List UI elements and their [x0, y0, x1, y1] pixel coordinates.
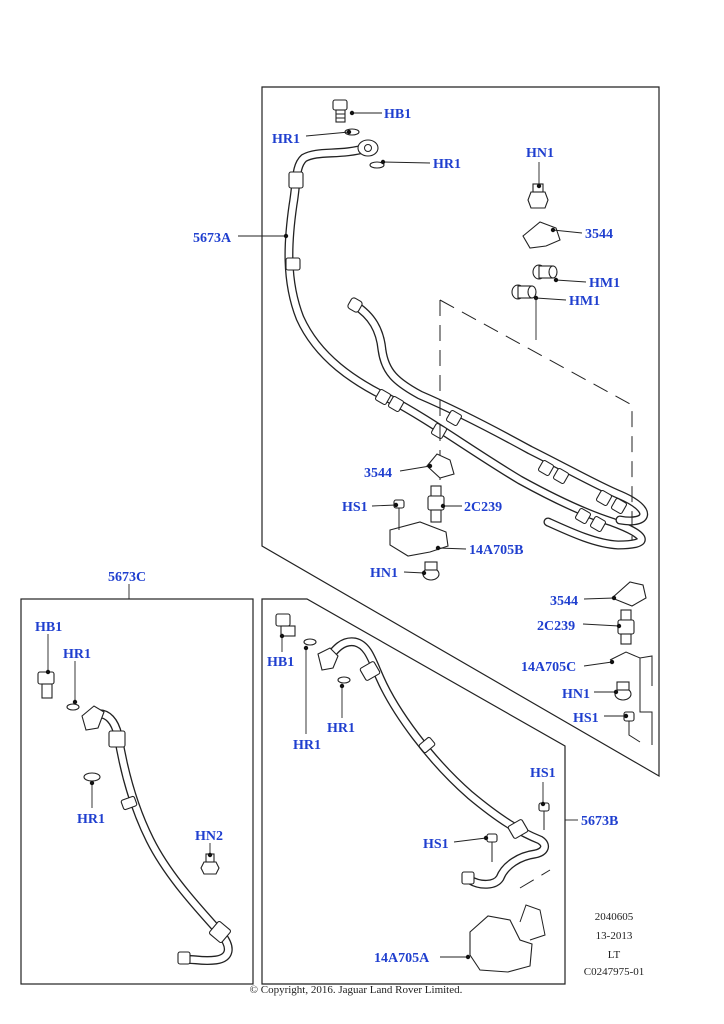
washer-hr1-top-right [369, 161, 385, 169]
banjo-bolt-hb1-b [275, 613, 296, 637]
callout-hm1-a: HM1 [589, 276, 620, 291]
callout-14a705a: 14A705A [374, 951, 430, 966]
nut-hn1-mid [422, 561, 440, 581]
callout-hn1-mid: HN1 [370, 566, 398, 581]
callout-5673b: 5673B [581, 814, 618, 829]
hose-assembly-5673c [81, 705, 233, 966]
bracket-3544-top [522, 221, 561, 249]
copyright-text: © Copyright, 2016. Jaguar Land Rover Lim… [250, 984, 463, 996]
callout-hr1-b-b: HR1 [327, 721, 355, 736]
callout-3544-right: 3544 [550, 594, 578, 609]
callout-5673c: 5673C [108, 570, 146, 585]
callout-hr1-c-a: HR1 [63, 647, 91, 662]
callout-hr1-top-left: HR1 [272, 132, 300, 147]
callout-hs1-right: HS1 [573, 711, 599, 726]
callout-hn1-right: HN1 [562, 687, 590, 702]
callout-hs1-b-a: HS1 [423, 837, 449, 852]
reference-line-1: 2040605 [595, 911, 634, 923]
leader-lines [45, 110, 629, 960]
callout-2c239-right: 2C239 [537, 619, 575, 634]
callout-3544-mid: 3544 [364, 466, 392, 481]
bracket-14a705a [469, 915, 533, 973]
washer-hr1-b-a [303, 638, 317, 646]
frame-5673c [20, 598, 254, 985]
screw-hs1-b-a [486, 833, 498, 862]
callout-hm1-b: HM1 [569, 294, 600, 309]
callout-hr1-c-b: HR1 [77, 812, 105, 827]
callout-hb1-b: HB1 [267, 655, 294, 670]
nut-hn1-top [527, 183, 549, 209]
grommet-hm1-a [532, 264, 558, 280]
washer-hr1-b-b [337, 676, 351, 684]
callout-hr1-top-right: HR1 [433, 157, 461, 172]
callout-3544-top: 3544 [585, 227, 613, 242]
callout-hn2-c: HN2 [195, 829, 223, 844]
callout-hb1-top: HB1 [384, 107, 411, 122]
reference-line-3: LT [608, 949, 621, 961]
callout-hn1-top: HN1 [526, 146, 554, 161]
callout-hr1-b-a: HR1 [293, 738, 321, 753]
bracket-3544-right [610, 581, 647, 607]
hose-assembly-5673b [317, 637, 550, 889]
frame-5673b [261, 598, 566, 985]
washer-hr1-c-b [83, 772, 101, 782]
bracket-14a705c [609, 651, 653, 745]
pressure-sensor-2c239-right [617, 609, 635, 645]
washer-hr1-c-a [66, 703, 80, 711]
callout-2c239-mid: 2C239 [464, 500, 502, 515]
callout-hb1-c: HB1 [35, 620, 62, 635]
callout-hs1-mid: HS1 [342, 500, 368, 515]
dashed-outline-5673a [439, 299, 633, 540]
callout-14a705c: 14A705C [521, 660, 576, 675]
screw-hs1-b-b [538, 802, 550, 830]
reference-line-2: 13-2013 [596, 930, 633, 942]
callout-14a705b: 14A705B [469, 543, 523, 558]
reference-line-4: C0247975-01 [584, 966, 645, 978]
banjo-bolt-hb1-c [37, 671, 55, 699]
grommet-hm1-b [511, 284, 537, 300]
pressure-sensor-2c239-mid [427, 485, 445, 523]
banjo-bolt-hb1-top [332, 99, 348, 123]
frame-5673a [261, 86, 660, 778]
bracket-3544-mid [426, 453, 455, 479]
callout-5673a: 5673A [193, 231, 232, 246]
callout-hs1-b-b: HS1 [530, 766, 556, 781]
nut-hn1-right [614, 681, 632, 701]
hose-assembly-5673a [284, 139, 649, 550]
